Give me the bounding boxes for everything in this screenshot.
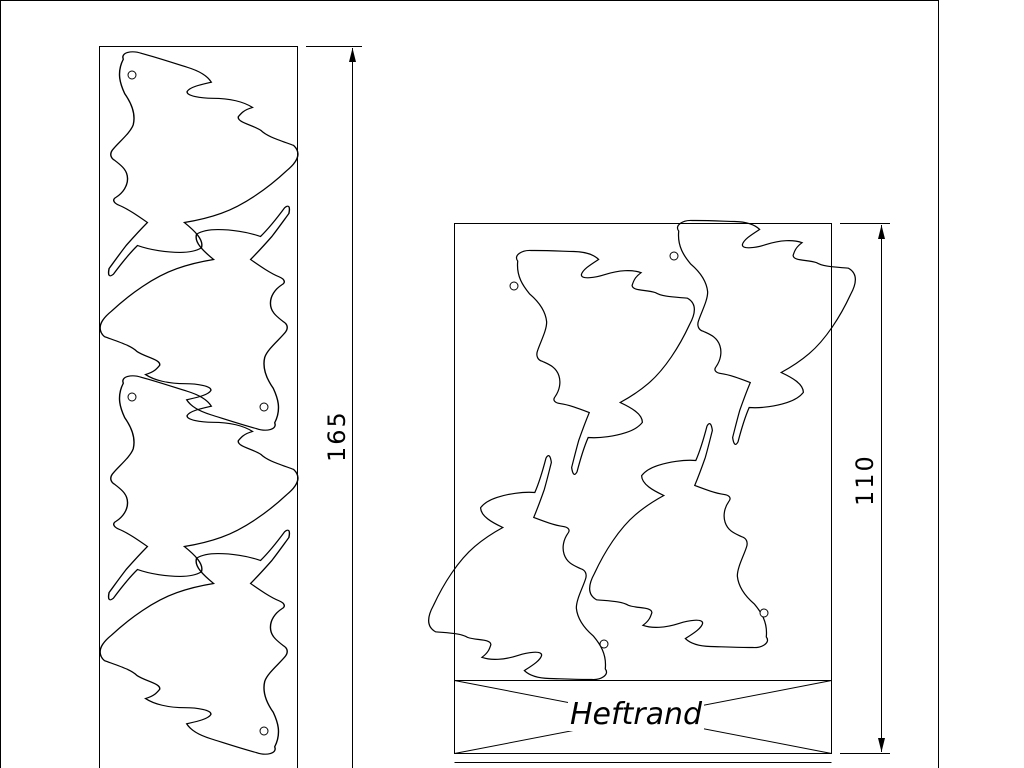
tree-piece xyxy=(502,205,733,476)
binding-margin-label: Heftrand xyxy=(570,697,703,732)
arrowhead xyxy=(349,48,356,62)
dimension-110: 110 xyxy=(840,223,890,754)
arrowhead xyxy=(878,225,885,239)
tree-piece xyxy=(551,422,782,693)
hanging-hole xyxy=(509,281,519,291)
tree-piece xyxy=(107,51,299,277)
hanging-hole xyxy=(127,70,137,80)
tree-piece xyxy=(663,175,894,446)
left-panel-outline xyxy=(99,46,298,768)
dimension-165: 165 xyxy=(306,46,362,768)
sheet-frame xyxy=(0,0,939,768)
left-panel xyxy=(99,46,299,768)
hanging-hole xyxy=(259,402,269,412)
tree-piece xyxy=(390,454,621,725)
hanging-hole xyxy=(669,251,679,261)
tree-piece xyxy=(99,529,291,755)
tree-piece xyxy=(99,205,291,431)
dimension-text-165: 165 xyxy=(323,410,351,462)
right-panel: Heftrand xyxy=(390,175,894,763)
tree-piece xyxy=(107,375,299,601)
binding-margin-box xyxy=(454,680,832,754)
hanging-hole xyxy=(759,608,769,618)
hanging-hole xyxy=(599,639,609,649)
dimension-text-110: 110 xyxy=(851,454,879,506)
label-mask xyxy=(568,695,704,731)
binding-margin: Heftrand xyxy=(454,680,832,754)
hanging-hole xyxy=(259,726,269,736)
right-panel-outline xyxy=(454,223,832,754)
arrowhead xyxy=(878,738,885,752)
hanging-hole xyxy=(127,392,137,402)
